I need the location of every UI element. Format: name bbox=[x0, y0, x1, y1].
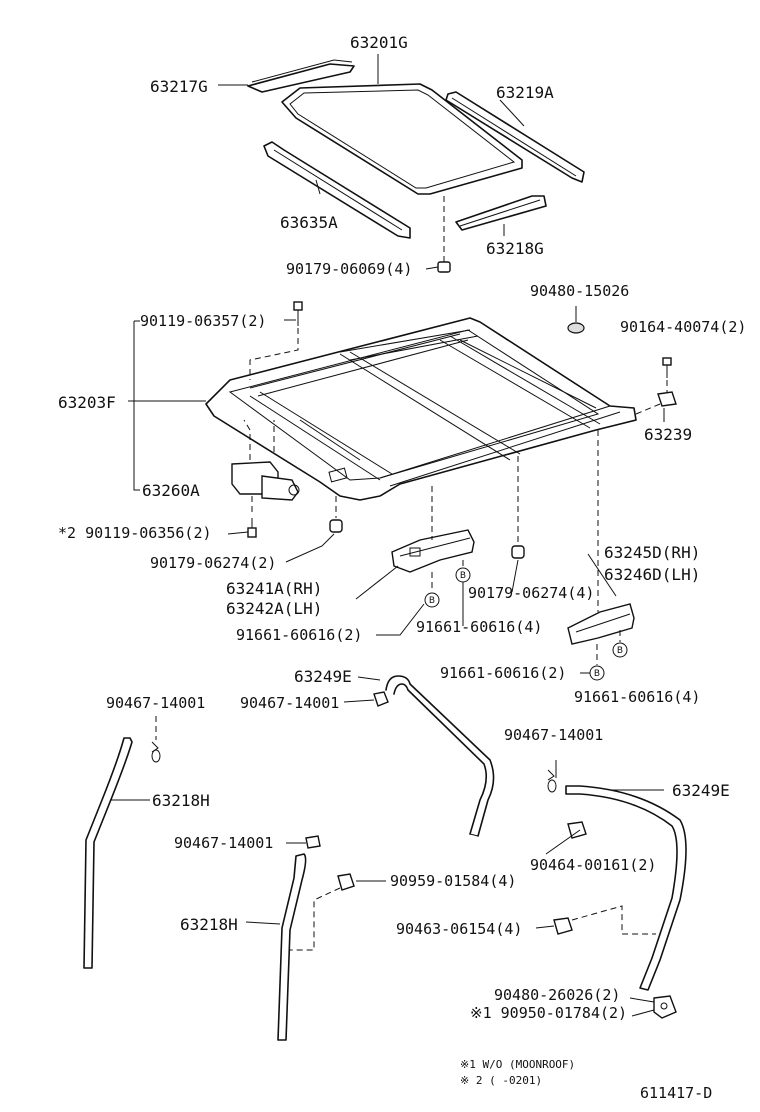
label-63245D: 63245D(RH) bbox=[604, 543, 700, 562]
deflector-63219A bbox=[445, 91, 585, 183]
clamp-90959-01584 bbox=[290, 873, 355, 951]
footnotes: ※1 W/O (MOONROOF) ※ 2 ( -0201) bbox=[460, 1058, 575, 1087]
label-63218G: 63218G bbox=[486, 239, 544, 258]
trim-63218G bbox=[455, 195, 547, 231]
label-63239: 63239 bbox=[644, 425, 692, 444]
label-63242A: 63242A(LH) bbox=[226, 599, 322, 618]
label-90467-14001-d: 90467-14001 bbox=[174, 834, 273, 852]
label-90480-26026: 90480-26026(2) bbox=[494, 986, 620, 1004]
label-90467-14001-b: 90467-14001 bbox=[106, 694, 205, 712]
label-90179-06274-b: 90179-06274(4) bbox=[468, 584, 594, 602]
label-90467-14001-a: 90467-14001 bbox=[240, 694, 339, 712]
drain-hose-63218H-left bbox=[83, 737, 133, 969]
clip-90179-06274-right bbox=[511, 456, 525, 559]
leader-lines bbox=[110, 54, 665, 1017]
label-90463-06154: 90463-06154(4) bbox=[396, 920, 522, 938]
label-91661-60616-a: 91661-60616(2) bbox=[236, 626, 362, 644]
bracket-63245D-63246D bbox=[567, 430, 635, 645]
circle-marker-b4: B bbox=[612, 630, 628, 658]
hose-clip-b bbox=[151, 716, 161, 763]
circle-marker-b2: B bbox=[455, 560, 471, 583]
label-90119-06356: *2 90119-06356(2) bbox=[58, 524, 212, 542]
clip-90179-06069 bbox=[437, 196, 451, 273]
bolt-90119-06356 bbox=[247, 496, 257, 538]
label-90480-15026: 90480-15026 bbox=[530, 282, 629, 300]
hose-clip-a bbox=[373, 691, 389, 707]
bracket-63241A-63242A bbox=[391, 486, 475, 573]
label-63218H-a: 63218H bbox=[152, 791, 210, 810]
weatherstrip-63217G bbox=[247, 59, 355, 93]
bracket-63239 bbox=[635, 391, 677, 415]
label-91661-60616-c: 91661-60616(2) bbox=[440, 664, 566, 682]
label-63246D: 63246D(LH) bbox=[604, 565, 700, 584]
svg-text:B: B bbox=[429, 596, 435, 606]
label-90119-06357: 90119-06357(2) bbox=[140, 312, 266, 330]
label-63218H-b: 63218H bbox=[180, 915, 238, 934]
sunroof-housing-63203F bbox=[205, 317, 637, 501]
label-90959-01584: 90959-01584(4) bbox=[390, 872, 516, 890]
clamp-90463-06154 bbox=[553, 905, 656, 935]
seal-90480-15026 bbox=[567, 322, 585, 334]
screw-90164-40074 bbox=[662, 357, 672, 392]
label-63260A: 63260A bbox=[142, 481, 200, 500]
clip-90179-06274-left bbox=[329, 496, 343, 533]
label-91661-60616-b: 91661-60616(4) bbox=[416, 618, 542, 636]
label-63201G: 63201G bbox=[350, 33, 408, 52]
drain-hose-63249E-front bbox=[385, 675, 495, 837]
svg-text:B: B bbox=[617, 646, 623, 656]
label-90464-00161: 90464-00161(2) bbox=[530, 856, 656, 874]
grommet-90480-26026 bbox=[653, 995, 677, 1019]
label-90467-14001-c: 90467-14001 bbox=[504, 726, 603, 744]
svg-text:B: B bbox=[460, 571, 466, 581]
label-63249E-a: 63249E bbox=[294, 667, 352, 686]
bolt-90119-06357 bbox=[249, 301, 303, 380]
hose-clip-d bbox=[547, 769, 557, 793]
label-90179-06069: 90179-06069(4) bbox=[286, 260, 412, 278]
label-63249E-b: 63249E bbox=[672, 781, 730, 800]
label-90164-40074: 90164-40074(2) bbox=[620, 318, 746, 336]
label-63217G: 63217G bbox=[150, 77, 208, 96]
clip-90464-00161 bbox=[567, 821, 587, 839]
glass-panel-63201G bbox=[281, 83, 523, 195]
diagram-id: 611417-D bbox=[640, 1084, 712, 1102]
label-90179-06274-a: 90179-06274(2) bbox=[150, 554, 276, 572]
svg-text:B: B bbox=[594, 669, 600, 679]
drain-hose-63249E-rear bbox=[565, 785, 687, 991]
footnote-1: ※1 W/O (MOONROOF) bbox=[460, 1058, 575, 1071]
label-90950-01784: ※1 90950-01784(2) bbox=[470, 1004, 627, 1022]
drive-motor-63260A bbox=[231, 419, 300, 501]
circle-marker-b3: B bbox=[589, 644, 605, 681]
circle-marker-b1: B bbox=[424, 572, 440, 608]
label-91661-60616-d: 91661-60616(4) bbox=[574, 688, 700, 706]
label-63241A: 63241A(RH) bbox=[226, 579, 322, 598]
label-63203F: 63203F bbox=[58, 393, 116, 412]
drain-hose-63218H-rear bbox=[277, 853, 307, 1041]
part-labels: 63201G 63217G 63219A 63635A 63218G 90179… bbox=[58, 33, 746, 1022]
trim-63635A bbox=[263, 141, 411, 239]
label-63219A: 63219A bbox=[496, 83, 554, 102]
footnote-2: ※ 2 ( -0201) bbox=[460, 1074, 542, 1087]
label-63635A: 63635A bbox=[280, 213, 338, 232]
hose-clip-c bbox=[305, 835, 321, 849]
